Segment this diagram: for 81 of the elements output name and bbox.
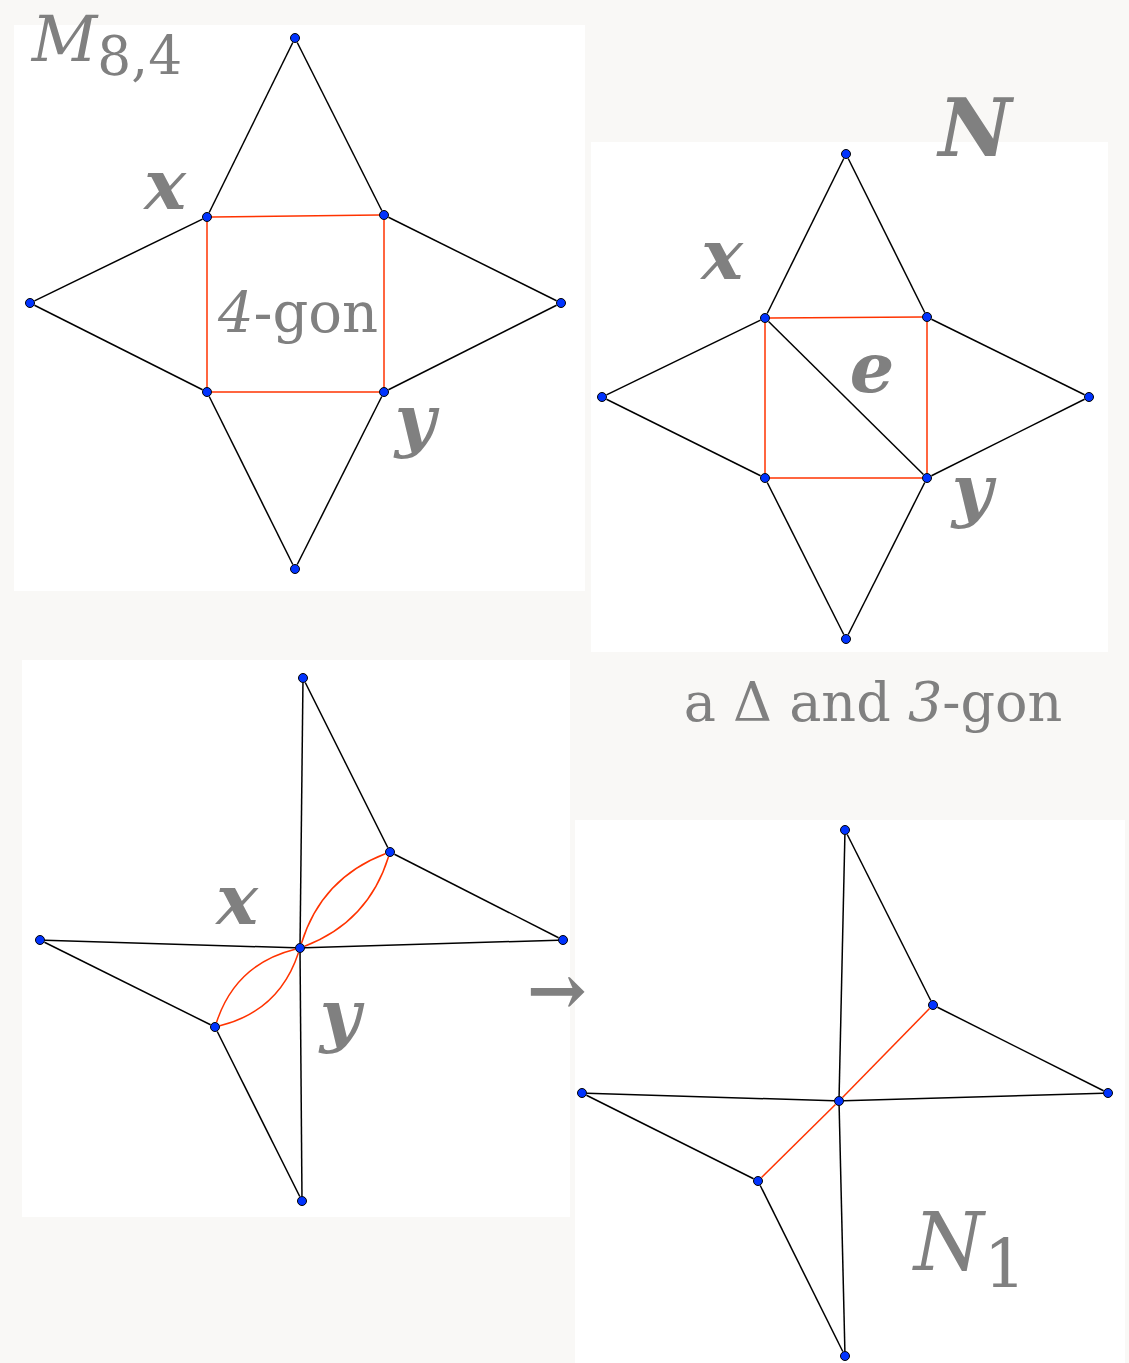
graph-edge [759, 1184, 844, 1353]
graph-edge [44, 939, 296, 949]
graph-edge [769, 477, 923, 479]
vertex-dot [840, 825, 850, 835]
vertex-dot [1103, 1088, 1113, 1098]
graph-edge [33, 218, 204, 302]
graph-edge [847, 481, 926, 636]
graph-edge [841, 1007, 931, 1099]
vertex-dot [558, 935, 568, 945]
graph-edge [216, 1030, 301, 1198]
graph-edge [208, 41, 294, 214]
graph-edge [304, 681, 389, 849]
graph-edge [766, 157, 845, 315]
graph-edge [838, 834, 846, 1097]
vertex-dot [298, 673, 308, 683]
vertex-dot [379, 210, 389, 220]
graph-edge [585, 1094, 755, 1180]
graph-edge [211, 214, 380, 218]
graph-edge [936, 1006, 1105, 1092]
graph-edge [767, 320, 925, 476]
graph-edge [838, 1105, 846, 1352]
graph-edge [206, 221, 208, 388]
vertex-dot [25, 298, 35, 308]
graph-edge [766, 481, 845, 636]
graph-edge [605, 319, 762, 396]
graph-edge [930, 318, 1086, 396]
vertex-dot [210, 1022, 220, 1032]
vertex-dot [290, 564, 300, 574]
vertex-dot [379, 387, 389, 397]
vertex-dot [753, 1176, 763, 1186]
graph-edge [296, 395, 383, 566]
vertex-dot [928, 1000, 938, 1010]
edge-name: e [849, 333, 895, 403]
graph-edge [383, 219, 385, 388]
graph-edge [296, 41, 383, 212]
graph-edge [299, 682, 304, 944]
vertex-dot [922, 312, 932, 322]
graph-edge [304, 939, 559, 949]
graph-edge [846, 833, 932, 1002]
vertex-dot [297, 1196, 307, 1206]
arrow-symbol: → [526, 954, 588, 1026]
graph-edge [843, 1092, 1104, 1102]
graph-edge [33, 304, 204, 391]
vertex-dot [290, 33, 300, 43]
vertex-dot [597, 392, 607, 402]
vertex-dot [834, 1096, 844, 1106]
graph-edge [387, 216, 558, 302]
graph-edge [605, 398, 762, 477]
graph-edge [926, 321, 928, 474]
vertex-dot [922, 473, 932, 483]
graph-edge [764, 322, 766, 474]
graph-edge [930, 398, 1086, 477]
graph-name: N$_{1}$ [913, 1202, 1027, 1298]
vertex-dot [760, 313, 770, 323]
graph-edge [586, 1092, 835, 1102]
vertex-dot [841, 634, 851, 644]
vertex-dot [1084, 392, 1094, 402]
graph-edge [393, 853, 560, 939]
graph-edge [760, 1103, 837, 1179]
vertex-dot [295, 943, 305, 953]
vertex-dot [841, 149, 851, 159]
vertex-dot [760, 473, 770, 483]
vertex-dot [577, 1088, 587, 1098]
vertex-dot [202, 212, 212, 222]
vertex-label: x [144, 150, 186, 220]
graph-edge [387, 304, 558, 391]
vertex-dot [840, 1351, 850, 1361]
vertex-dot [385, 847, 395, 857]
vertex-dot [202, 387, 212, 397]
vertex-label: x [216, 865, 258, 935]
graph-edge [211, 391, 380, 393]
graph-edge [769, 316, 923, 319]
vertex-dot [556, 298, 566, 308]
vertex-dot [35, 935, 45, 945]
graph-name: M$_{8,4}$ [31, 6, 183, 84]
graph-edge [208, 395, 294, 566]
graph-edge [299, 952, 303, 1197]
graph-name: N [938, 88, 1012, 168]
vertex-label: x [701, 220, 743, 290]
graph-edge [43, 941, 212, 1026]
graph-edge [847, 157, 926, 314]
